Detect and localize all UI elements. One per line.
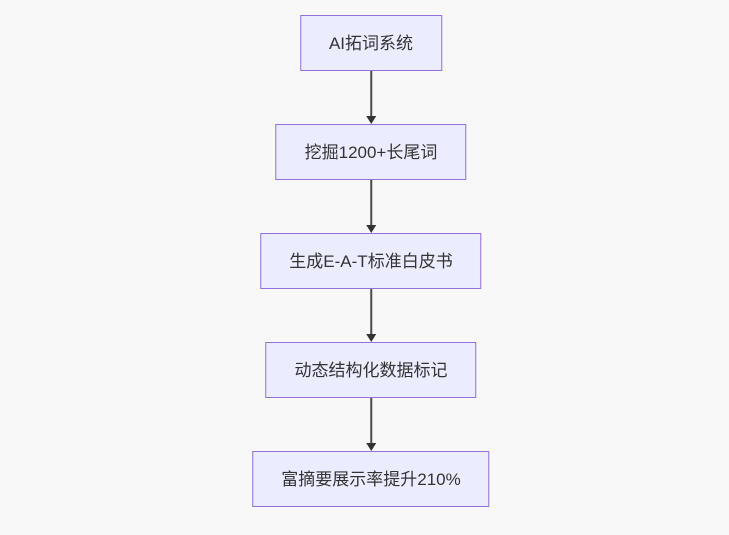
edge-arrow-4 <box>365 398 376 451</box>
node-label: 生成E-A-T标准白皮书 <box>289 251 453 271</box>
node-label: 挖掘1200+长尾词 <box>304 142 438 162</box>
arrowhead-down-icon <box>365 334 376 342</box>
node-label: 动态结构化数据标记 <box>294 360 448 380</box>
flowchart-node-step-2: 挖掘1200+长尾词 <box>275 124 467 180</box>
edge-line <box>369 289 372 334</box>
edge-line <box>369 71 372 116</box>
edge-arrow-2 <box>365 180 376 233</box>
node-label: AI拓词系统 <box>328 33 414 53</box>
arrowhead-down-icon <box>365 443 376 451</box>
edge-arrow-1 <box>365 71 376 124</box>
edge-line <box>369 180 372 225</box>
arrowhead-down-icon <box>365 225 376 233</box>
flowchart-node-step-5: 富摘要展示率提升210% <box>252 451 490 507</box>
edge-arrow-3 <box>365 289 376 342</box>
edge-line <box>369 398 372 443</box>
node-label: 富摘要展示率提升210% <box>281 469 461 489</box>
flowchart-node-step-1: AI拓词系统 <box>299 15 443 71</box>
arrowhead-down-icon <box>365 116 376 124</box>
flowchart-node-step-3: 生成E-A-T标准白皮书 <box>260 233 482 289</box>
flowchart: AI拓词系统 挖掘1200+长尾词 生成E-A-T标准白皮书 动态结构化数据标记 <box>252 15 490 507</box>
flowchart-node-step-4: 动态结构化数据标记 <box>265 342 477 398</box>
